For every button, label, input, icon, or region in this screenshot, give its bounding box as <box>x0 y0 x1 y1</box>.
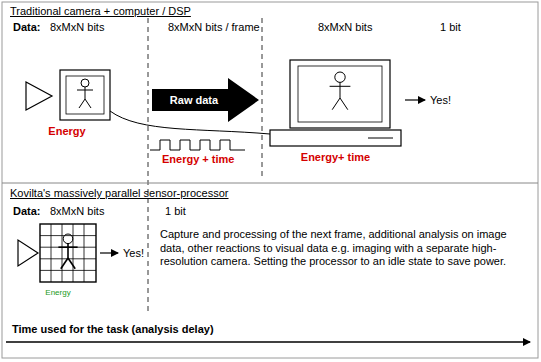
sensor-processor-icon <box>18 222 98 284</box>
result-text: Yes! <box>430 94 451 107</box>
dashed-divider <box>262 18 263 180</box>
dashed-divider <box>148 18 149 312</box>
computer-icon <box>268 58 403 148</box>
result-text: Yes! <box>123 247 144 260</box>
energy-label: Energy+ time <box>248 151 423 164</box>
section-heading: Kovilta's massively parallel sensor-proc… <box>10 187 229 200</box>
raw-data-arrow <box>152 78 259 122</box>
section-heading: Traditional camera + computer / DSP <box>10 5 191 18</box>
camera-icon <box>22 68 112 123</box>
sensor-processor: Energy <box>18 222 98 284</box>
camera: Energy <box>22 68 112 123</box>
data-label: Data: <box>13 21 41 34</box>
computer: Energy+ time <box>268 58 403 148</box>
data-amount: 8xMxN bits <box>50 21 104 34</box>
arrow-label: Raw data <box>158 94 230 107</box>
outer-frame <box>2 2 538 358</box>
axis-title: Time used for the task (analysis delay) <box>12 323 214 336</box>
energy-label: Energy <box>0 286 118 299</box>
data-amount: 8xMxN bits <box>318 21 372 34</box>
data-label: Data: <box>13 205 41 218</box>
energy-label: Energy <box>2 125 132 138</box>
energy-label: Energy + time <box>162 153 234 166</box>
data-amount: 1 bit <box>440 21 461 34</box>
section-divider <box>2 183 538 184</box>
result-arrow <box>405 99 425 100</box>
signal-wire <box>110 111 270 134</box>
time-axis-arrow <box>6 341 530 343</box>
pulse-train <box>150 140 245 150</box>
data-amount: 8xMxN bits / frame <box>168 21 260 34</box>
description-text: Capture and processing of the next frame… <box>160 228 522 269</box>
result-arrow <box>100 252 118 253</box>
data-amount: 8xMxN bits <box>50 205 104 218</box>
data-amount: 1 bit <box>165 205 186 218</box>
